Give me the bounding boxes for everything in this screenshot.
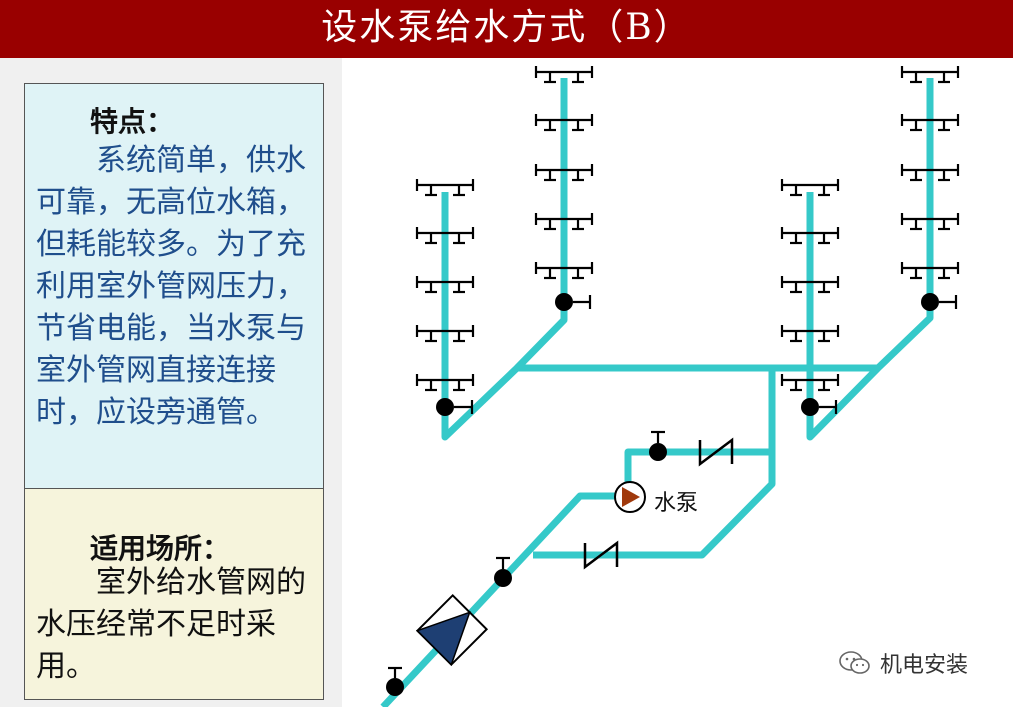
usage-box <box>24 489 324 700</box>
features-box <box>24 83 324 489</box>
pump-icon <box>614 481 646 513</box>
page-title: 设水泵给水方式（B） <box>321 7 692 48</box>
watermark: 机电安装 <box>838 647 968 679</box>
features-text: 系统简单，供水可靠，无高位水箱，但耗能较多。为了充利用室外管网压力，节省电能，当… <box>36 143 306 430</box>
water-supply-diagram: 水泵 <box>380 64 960 707</box>
gate-valves <box>386 430 667 696</box>
riser-valves <box>436 293 958 416</box>
title-bar <box>0 0 1013 58</box>
pump-label: 水泵 <box>654 491 698 516</box>
features-heading: 特点： <box>90 105 175 138</box>
wechat-icon <box>839 651 870 674</box>
usage-text: 室外给水管网的水压经常不足时采用。 <box>36 565 306 684</box>
water-meter-icon <box>415 593 489 667</box>
watermark-text: 机电安装 <box>880 653 969 678</box>
check-valves <box>583 437 734 570</box>
usage-heading: 适用场所： <box>90 532 231 565</box>
